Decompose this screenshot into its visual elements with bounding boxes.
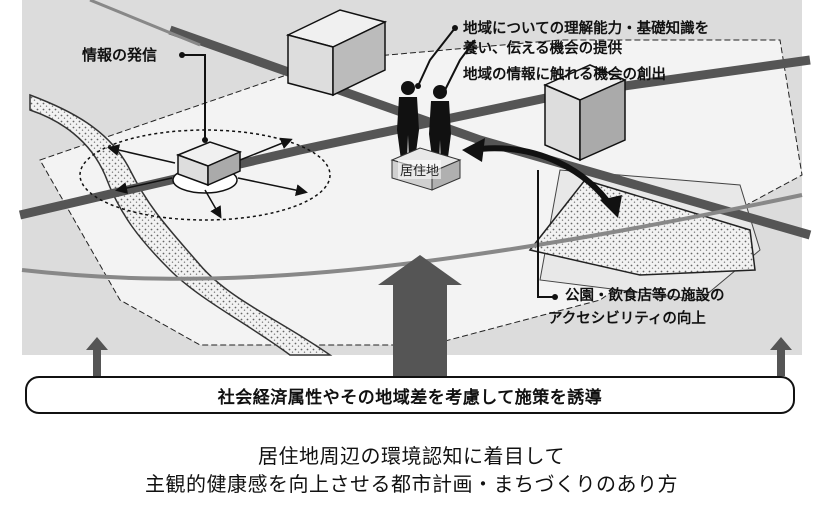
access-double-arrow bbox=[469, 145, 613, 207]
leader-lines bbox=[182, 27, 555, 298]
caption-line1: 居住地周辺の環境認知に着目して bbox=[258, 444, 565, 468]
label-creation: 地域の情報に触れる機会の創出 bbox=[463, 67, 666, 83]
building-top bbox=[285, 9, 388, 97]
arrowhead-right bbox=[600, 195, 622, 218]
banner-text: 社会経済属性やその地域差を考慮して施策を誘導 bbox=[217, 387, 603, 408]
leader-dots bbox=[179, 25, 558, 300]
up-arrow-right bbox=[770, 337, 792, 376]
arrowhead-left bbox=[462, 138, 485, 162]
residents-icon bbox=[397, 81, 451, 165]
dispatch-building bbox=[175, 141, 243, 187]
label-residence: 居住地 bbox=[398, 160, 442, 179]
policy-banner: 社会経済属性やその地域差を考慮して施策を誘導 bbox=[25, 376, 795, 414]
up-arrow-center bbox=[378, 255, 462, 376]
label-access-line1: 公園・飲食店等の施設の bbox=[565, 288, 725, 304]
caption-line2: 主観的健康感を向上させる都市計画・まちづくりのあり方 bbox=[145, 472, 678, 496]
building-right bbox=[543, 64, 627, 162]
dispatch-arrows bbox=[107, 137, 308, 219]
label-understanding-line1: 地域についての理解能力・基礎知識を bbox=[463, 21, 710, 37]
upper-road bbox=[89, 0, 201, 47]
diagonal-road bbox=[168, 25, 812, 240]
label-info-dispatch: 情報の発信 bbox=[82, 46, 158, 64]
river bbox=[29, 93, 333, 356]
up-arrow-left bbox=[86, 337, 108, 376]
label-understanding-line2: 養い、伝える機会の提供 bbox=[463, 41, 623, 57]
label-access-line2: アクセシビリティの向上 bbox=[548, 311, 706, 327]
lower-road bbox=[21, 193, 803, 281]
